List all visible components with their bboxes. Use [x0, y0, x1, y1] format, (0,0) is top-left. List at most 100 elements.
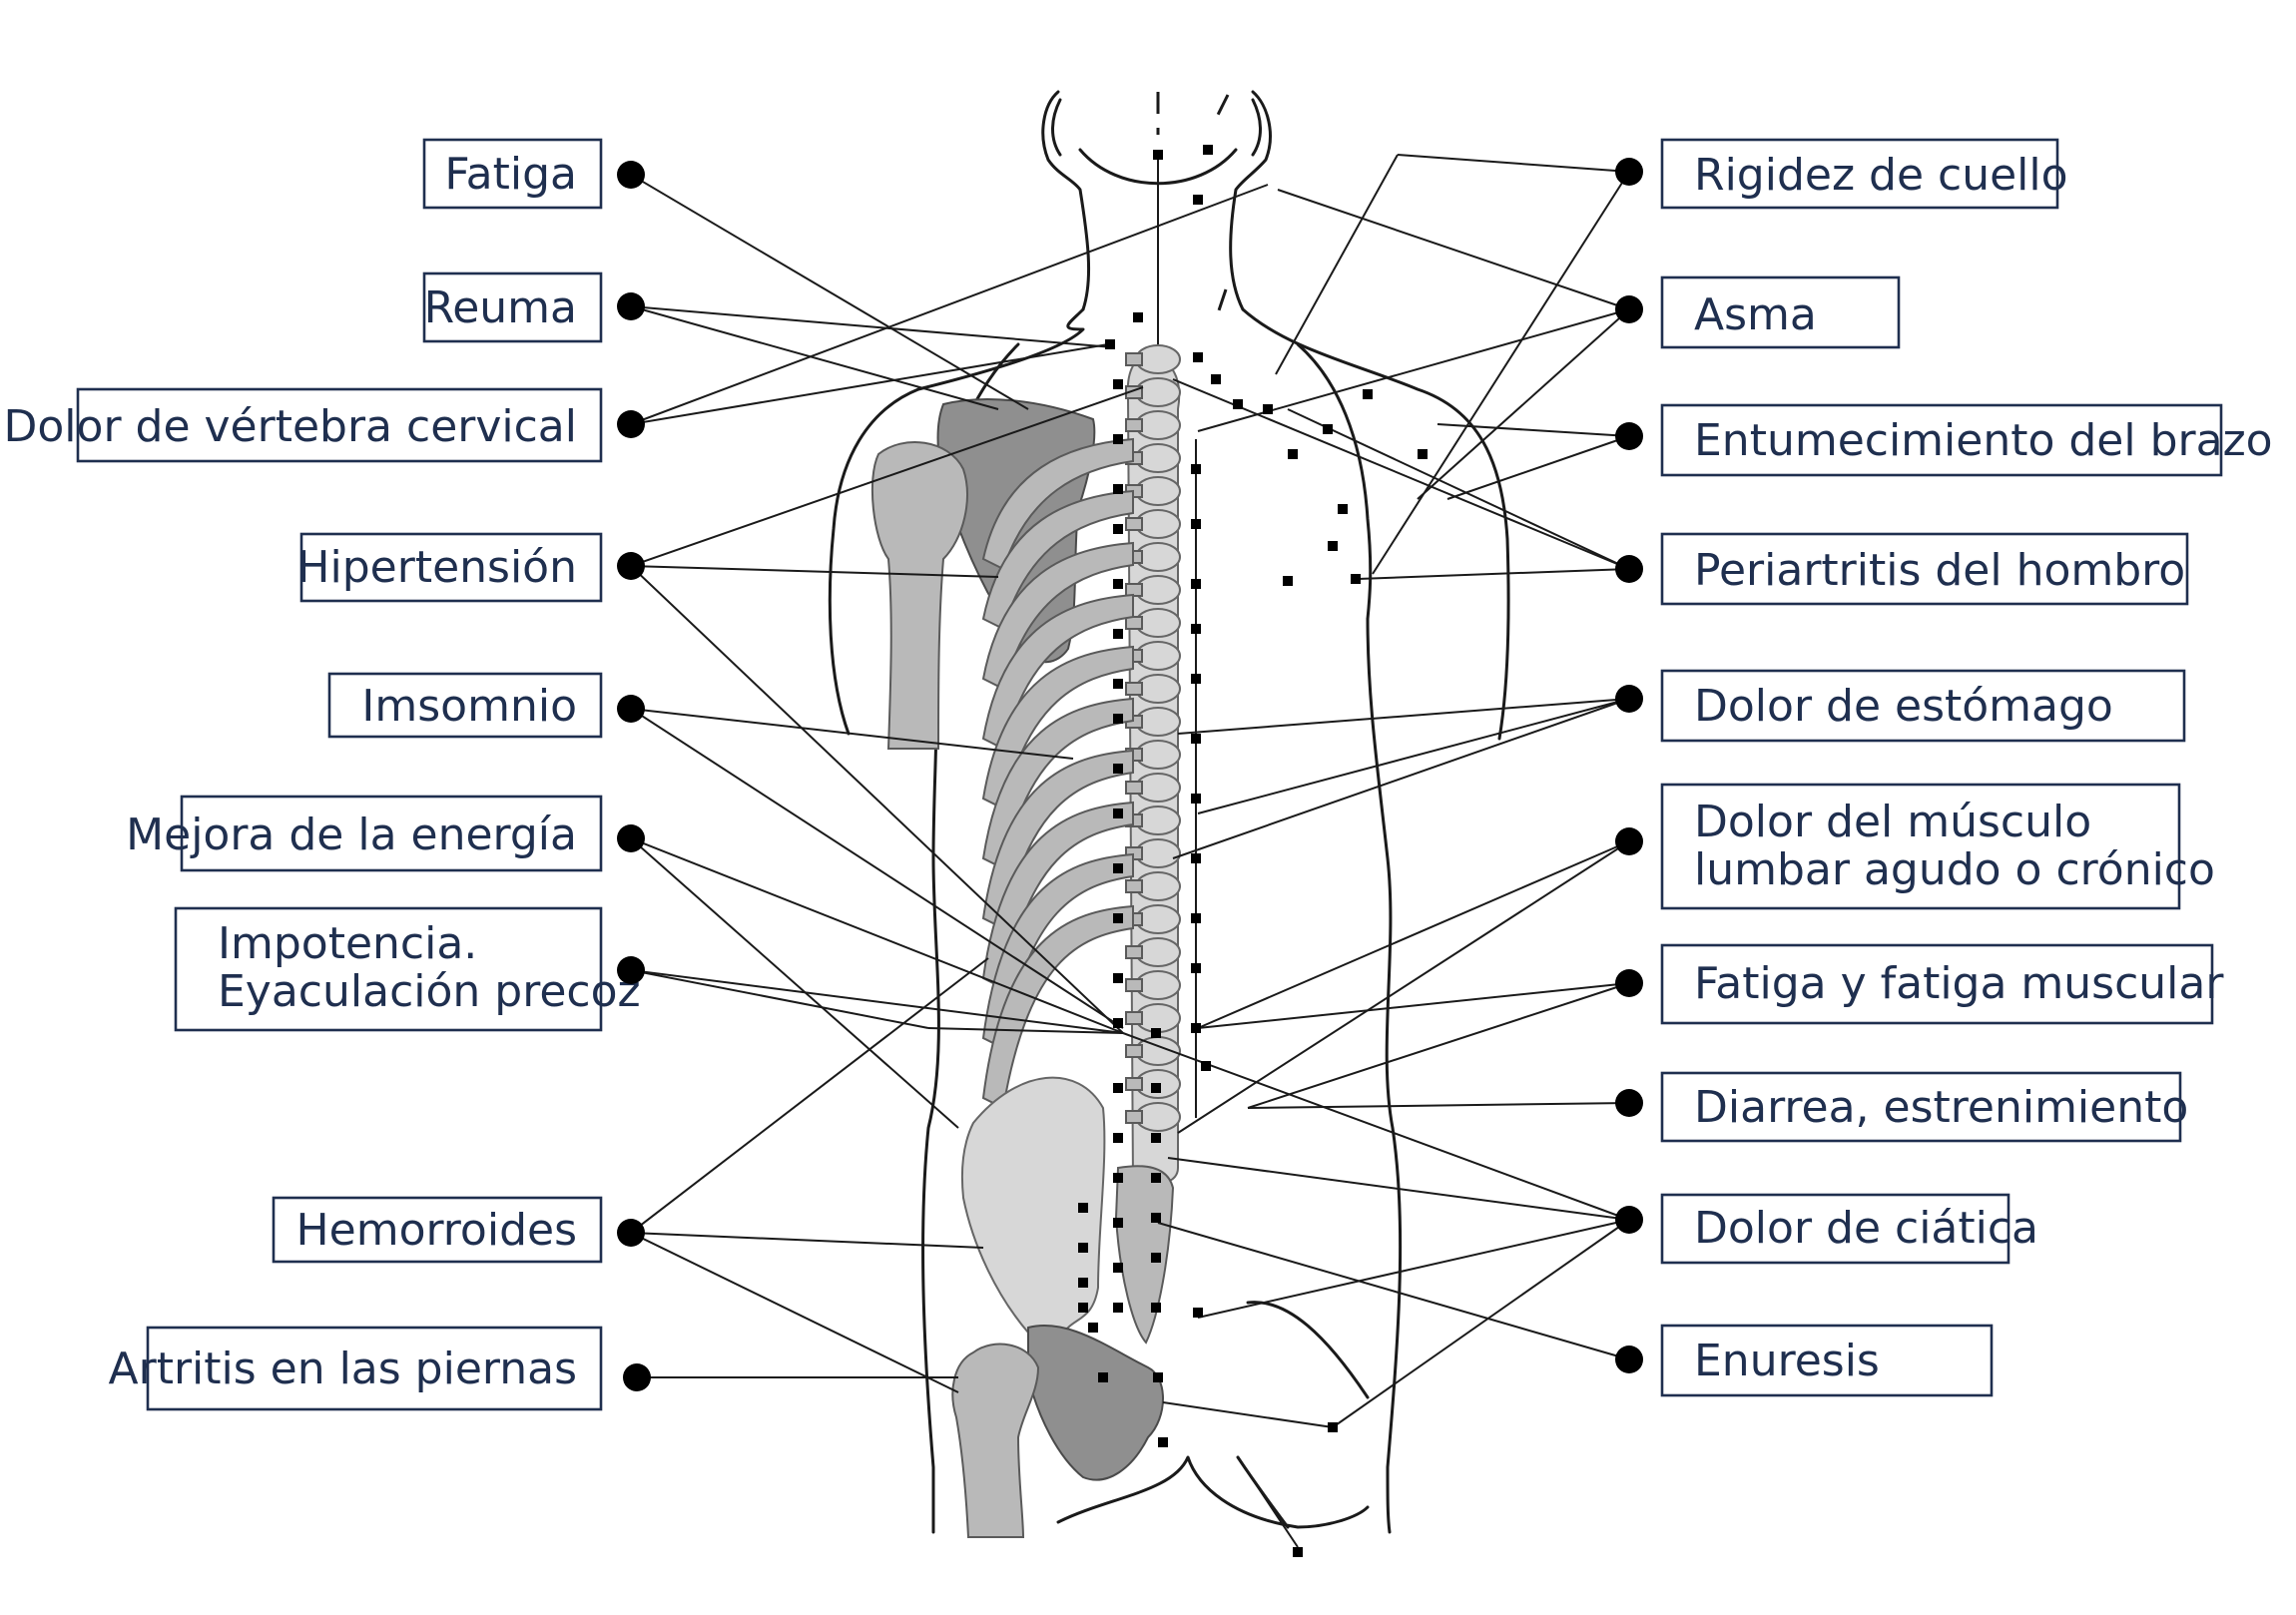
label-text: Dolor de vértebra cervical [4, 401, 578, 452]
acupoint [1191, 519, 1201, 529]
connector-dot [617, 161, 645, 189]
leader-imsomnio-1 [630, 708, 1074, 760]
head-left [1041, 90, 1091, 311]
connector-dot [617, 292, 645, 320]
vertebra-process [1125, 517, 1143, 531]
acupoint [1151, 1213, 1161, 1223]
leader-impotencia-1 [630, 969, 1124, 1034]
acupoint [1151, 1173, 1161, 1183]
acupoint [1193, 352, 1203, 362]
label-box [1660, 403, 2223, 477]
leader-lines [630, 154, 1630, 1548]
acupoint [1158, 1437, 1168, 1447]
rib [981, 593, 1134, 751]
label-box [1660, 669, 2186, 743]
leader-diarrea [1247, 1102, 1630, 1109]
leader-hemorroides-3 [630, 1232, 959, 1393]
acupoint [1233, 399, 1243, 409]
acupoint [1078, 1278, 1088, 1288]
connector-dot [1615, 158, 1643, 186]
leader-lumbar-2 [1177, 840, 1630, 1134]
label-rigidez-cuello: Rigidez de cuello [1615, 138, 2068, 210]
meridians [1156, 92, 1230, 1118]
acupoint [1078, 1203, 1088, 1213]
acupoint [1113, 524, 1123, 534]
connector-dot [1615, 422, 1643, 450]
acupoint [1151, 1133, 1161, 1143]
label-box [1660, 275, 1901, 349]
connector-dot [1615, 555, 1643, 583]
torso-right-arm [1366, 617, 1403, 1534]
acupoint [1191, 674, 1201, 684]
ear-right [1251, 98, 1262, 157]
connector-dot [1615, 685, 1643, 713]
acupoint [1338, 504, 1348, 514]
label-imsomnio: Imsomnio [327, 672, 645, 739]
label-box [299, 532, 603, 603]
label-text: Mejora de la energía [126, 809, 577, 860]
connector-dot [617, 695, 645, 723]
label-fatiga: Fatiga [422, 138, 645, 210]
leader-enuresis [1157, 1222, 1630, 1360]
hip-bone [1027, 1325, 1164, 1481]
acupoint [1193, 1308, 1203, 1318]
leader-asma-2 [1197, 308, 1630, 432]
leader-ciatica-3 [1332, 1219, 1630, 1428]
leader-estomago-3 [1172, 698, 1630, 859]
acupoint [1113, 764, 1123, 774]
acupoint [1088, 1323, 1098, 1333]
leader-hombro-1 [1357, 568, 1630, 580]
leader-fatiga-muscular-2 [1247, 982, 1630, 1109]
leader-hemorroides-1 [630, 957, 989, 1234]
label-dolor-vertebra-cervical: Dolor de vértebra cervical [4, 387, 645, 463]
ear-left [1051, 98, 1062, 157]
label-text: Fatiga y fatiga muscular [1694, 958, 2224, 1009]
leader-ciatica-4 [1122, 1032, 1630, 1221]
label-box [422, 271, 603, 343]
label-entumecimiento-brazo: Entumecimiento del brazo [1615, 403, 2273, 477]
label-box [146, 1326, 603, 1411]
leader-estomago-2 [1197, 698, 1630, 814]
acupoint [1191, 579, 1201, 589]
connector-dot [617, 410, 645, 438]
label-text: Reuma [424, 282, 577, 333]
acupoint [1191, 853, 1201, 863]
leader-hemorroides-2 [630, 1232, 984, 1249]
acupoint [1418, 449, 1428, 459]
label-asma: Asma [1615, 275, 1901, 349]
vertebra-process [1125, 945, 1143, 959]
label-text: Imsomnio [361, 681, 577, 732]
acupoint [1151, 1028, 1161, 1038]
acupoint [1113, 1173, 1123, 1183]
leader-hipertension-1 [630, 565, 999, 578]
label-box [1660, 1071, 2182, 1143]
acupoint [1151, 1083, 1161, 1093]
acupoint [1113, 1263, 1123, 1273]
connector-dot [617, 824, 645, 852]
vertebra-process [1125, 682, 1143, 696]
label-text: Hemorroides [296, 1205, 577, 1256]
acupoint [1153, 1372, 1163, 1382]
acupoint [1293, 1547, 1303, 1557]
connector-dot [617, 956, 645, 984]
vertebra-process [1125, 879, 1143, 893]
rib [981, 437, 1134, 571]
connector-dot [1615, 827, 1643, 855]
label-dolor-musculo-lumbar: Dolor del músculo lumbar agudo o crónico [1615, 783, 2215, 910]
ilium [960, 1076, 1106, 1338]
label-box [327, 672, 603, 739]
connector-dot [1615, 1346, 1643, 1373]
label-box [422, 138, 603, 210]
label-text: Dolor de ciática [1694, 1203, 2038, 1254]
acupoint [1113, 629, 1123, 639]
label-box [1660, 532, 2189, 606]
acupoint [1201, 1061, 1211, 1071]
label-box [1660, 943, 2214, 1025]
acupoint [1191, 794, 1201, 804]
vertebra-process [1125, 616, 1143, 630]
acupoint [1105, 339, 1115, 349]
leader-brazo-2 [1446, 435, 1630, 500]
leader-rigidez-3 [1372, 171, 1630, 575]
vertebra-process [1125, 1110, 1143, 1124]
